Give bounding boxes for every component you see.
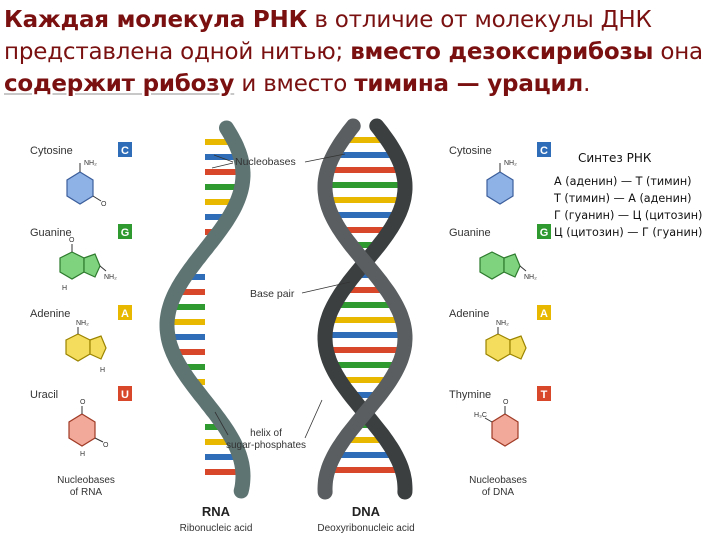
synthesis-line: Т (тимин) — А (аденин) [554, 192, 692, 205]
h-text: H [62, 285, 67, 292]
pointer-line [304, 153, 346, 163]
o-text: O [503, 399, 509, 406]
nh2-text: NH₂ [76, 320, 89, 327]
thymine-label-right: Thymine [449, 389, 491, 401]
heading-part-6: и вместо [234, 71, 355, 97]
guanine-label-left: Guanine [30, 227, 72, 239]
adenine-letter-right: A [540, 308, 548, 320]
guanine-letter-left: G [121, 227, 130, 239]
nh2-text: NH₂ [84, 160, 97, 167]
heading-part-5: содержит рибозу [4, 71, 235, 97]
heading-part-7: тимина — урацил [354, 71, 584, 97]
rna-title: RNA [202, 504, 231, 519]
rna-backbone-strand [159, 120, 251, 499]
pointer-line [211, 162, 234, 169]
guanine-letter-right: G [540, 227, 549, 239]
sugar-phosphate-helices [159, 118, 413, 500]
dna-subtitle: Deoxyribonucleic acid [317, 523, 414, 534]
cytosine-letter-right: C [540, 145, 548, 157]
h-text: H [80, 451, 85, 458]
synthesis-line: Ц (цитозин) — Г (гуанин) [554, 226, 703, 239]
rna-bases-caption-2: of RNA [70, 487, 103, 498]
h3c-text: H₃C [474, 412, 487, 419]
cytosine-badge-right [537, 142, 551, 157]
guanine-badge-left [118, 224, 132, 239]
adenine-label-left: Adenine [30, 308, 70, 320]
o-text: O [69, 237, 75, 244]
rna-synthesis-box: Синтез РНК А (аденин) — Т (тимин) Т (тим… [554, 150, 702, 241]
adenine-structure-icon: NH₂ H [65, 320, 107, 374]
slide-heading: Каждая молекула РНК в отличие от молекул… [4, 4, 720, 100]
dna-nucleobase-panel: Cytosine C NH₂ Guanine G NH₂ Adenine A N… [449, 142, 551, 498]
guanine-label-right: Guanine [449, 227, 491, 239]
nh2-text: NH₂ [104, 274, 117, 281]
dna-title: DNA [352, 504, 381, 519]
adenine-badge-left [118, 305, 132, 320]
guanine-structure-icon: O NH₂ H [59, 237, 117, 292]
heading-part-8: . [583, 71, 591, 97]
synthesis-line: Г (гуанин) — Ц (цитозин) [554, 209, 703, 222]
base-pair-annotation: Base pair [250, 288, 295, 300]
o-text: O [101, 201, 107, 208]
cytosine-label-right: Cytosine [449, 145, 492, 157]
adenine-structure-icon: NH₂ [485, 320, 527, 362]
uracil-badge-left [118, 386, 132, 401]
cytosine-structure-icon: NH₂ O [66, 160, 107, 208]
thymine-letter-right: T [541, 389, 548, 401]
thymine-badge-right [537, 386, 551, 401]
h-text: H [100, 367, 105, 374]
guanine-badge-right [537, 224, 551, 239]
dna-backbone-strand-1 [317, 118, 413, 500]
cytosine-structure-icon: NH₂ [486, 160, 517, 205]
o-text: O [103, 442, 109, 449]
heading-part-1: Каждая молекула РНК [4, 7, 308, 33]
o-text: O [80, 399, 86, 406]
dna-bases-caption-2: of DNA [482, 487, 515, 498]
thymine-structure-icon: H₃C O [474, 399, 519, 447]
nh2-text: NH₂ [496, 320, 509, 327]
rna-nucleobase-panel: Cytosine C NH₂ O Guanine G O NH₂ H Adeni… [30, 142, 132, 498]
cytosine-letter-left: C [121, 145, 129, 157]
pointer-line [301, 281, 351, 294]
nucleobases-annotation: Nucleobases [235, 156, 296, 168]
nh2-text: NH₂ [524, 274, 537, 281]
uracil-letter-left: U [121, 389, 129, 401]
pointer-line [304, 399, 323, 439]
heading-part-4: она [653, 39, 703, 65]
nh2-text: NH₂ [504, 160, 517, 167]
uracil-label-left: Uracil [30, 389, 58, 401]
guanine-structure-icon: NH₂ [479, 251, 537, 281]
dna-bases-caption-1: Nucleobases [469, 475, 527, 486]
uracil-structure-icon: O O H [68, 399, 109, 458]
helix-annotation-1: helix of [250, 428, 282, 439]
heading-part-3: вместо дезоксирибозы [350, 39, 654, 65]
heading-part-2: в отличие от молекулы ДНК представлена о… [4, 7, 652, 65]
adenine-letter-left: A [121, 308, 129, 320]
synthesis-line: А (аденин) — Т (тимин) [554, 175, 692, 188]
pointer-line [214, 411, 229, 436]
adenine-label-right: Adenine [449, 308, 489, 320]
cytosine-badge-left [118, 142, 132, 157]
adenine-badge-right [537, 305, 551, 320]
synthesis-title: Синтез РНК [578, 151, 652, 165]
annotations: Nucleobases Base pair helix of sugar-pho… [211, 153, 351, 451]
helix-annotation-2: sugar-phosphates [226, 440, 306, 451]
dna-backbone-strand-2 [317, 118, 413, 500]
pointer-line [213, 154, 234, 163]
cytosine-label-left: Cytosine [30, 145, 73, 157]
rna-subtitle: Ribonucleic acid [180, 523, 253, 534]
rna-bases-caption-1: Nucleobases [57, 475, 115, 486]
